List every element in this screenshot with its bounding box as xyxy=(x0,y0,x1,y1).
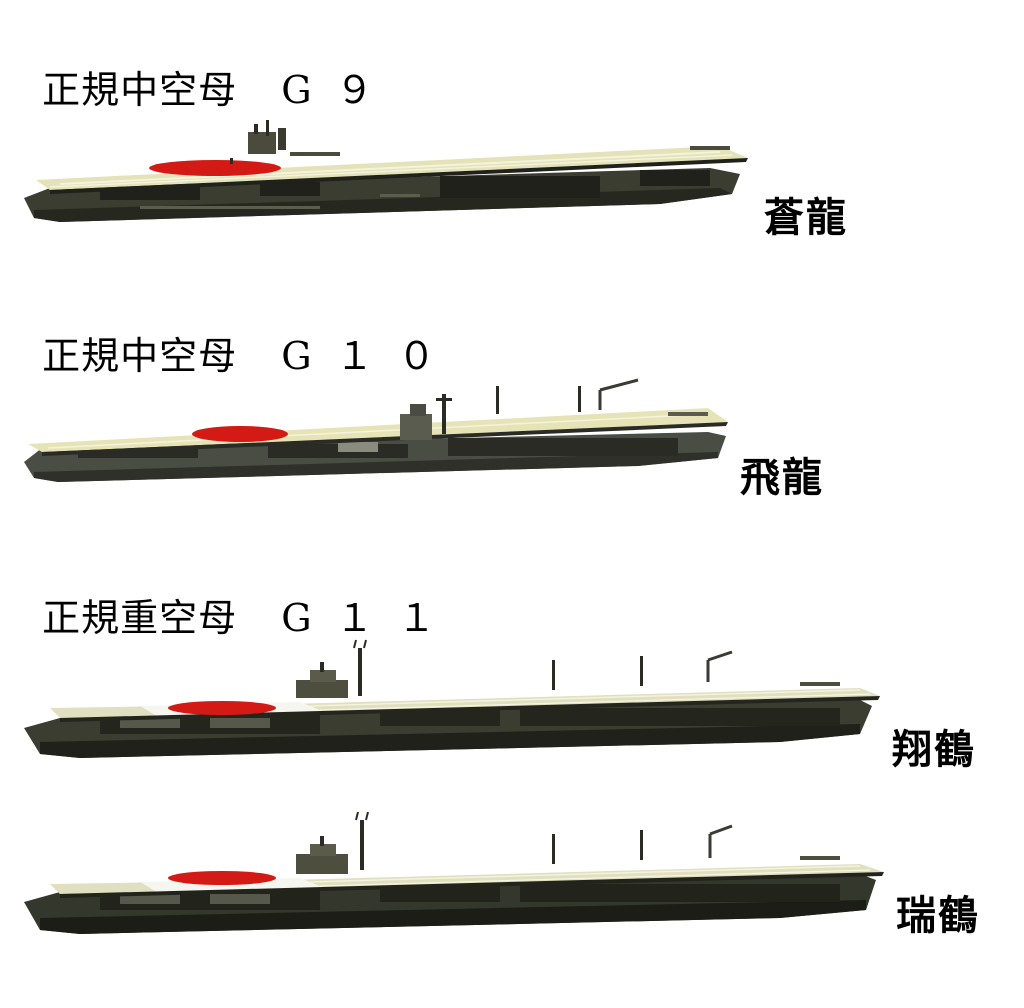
ship-name-hiryu: 飛龍 xyxy=(740,454,824,501)
carrier-class-label: 正規中空母 xyxy=(42,334,238,378)
carrier-class-label: 正規重空母 xyxy=(42,596,238,640)
section-heading-g10: 正規中空母 G１０ xyxy=(16,290,460,378)
class-code: G１０ xyxy=(281,334,460,378)
carrier-class-label: 正規中空母 xyxy=(42,68,238,112)
ship-image-soryu xyxy=(20,118,760,228)
section-heading-g9: 正規中空母 G９ xyxy=(16,24,398,112)
section-heading-g11: 正規重空母 G１１ xyxy=(16,552,460,640)
ship-name-soryu: 蒼龍 xyxy=(764,194,848,241)
class-code: G９ xyxy=(281,68,398,112)
ship-name-zuikaku: 瑞鶴 xyxy=(896,892,980,939)
ship-image-hiryu xyxy=(18,378,738,488)
ship-image-shokaku xyxy=(20,638,890,762)
ship-name-shokaku: 翔鶴 xyxy=(892,726,976,773)
class-code: G１１ xyxy=(281,596,460,640)
ship-image-zuikaku xyxy=(20,812,890,936)
